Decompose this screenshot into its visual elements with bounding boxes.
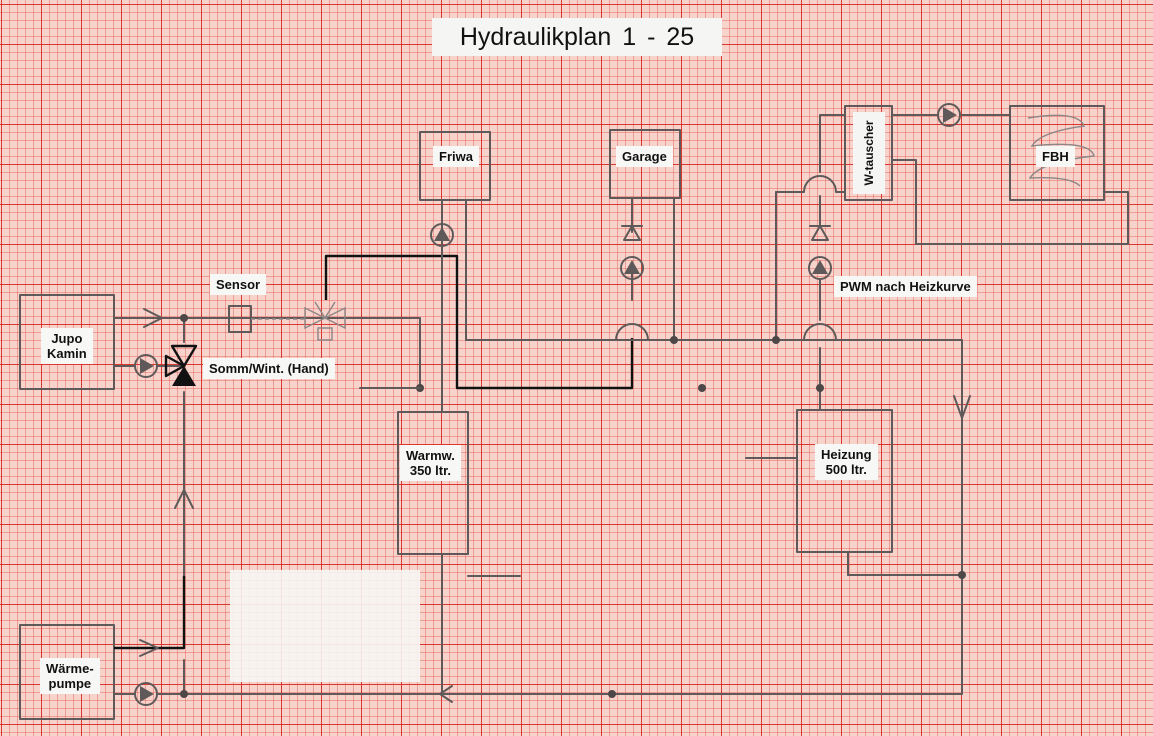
somm-wint-valve-side (164, 354, 186, 378)
heizung-line-2: 500 ltr. (825, 462, 867, 477)
w-tauscher-return (775, 159, 1129, 341)
somm-wint-valve-upper (170, 344, 198, 368)
wp-supply-ink (114, 576, 186, 650)
down-arrow (953, 395, 971, 419)
kamin-supply-arrow (143, 308, 163, 328)
mixing-valve (304, 301, 346, 341)
waermepumpe-label: Wärme- pumpe (40, 658, 100, 694)
pump-waermepumpe-icon (134, 682, 158, 706)
warmwasser-line-2: 350 ltr. (409, 463, 452, 478)
pump-heating-icon (808, 256, 832, 280)
mixer-control-ink (324, 254, 634, 390)
waermepumpe-line-2: pumpe (48, 676, 92, 691)
w-tauscher-box (844, 105, 893, 201)
fbh-label: FBH (1036, 146, 1075, 167)
erased-area (230, 570, 420, 682)
garage-box (609, 129, 681, 199)
garage-label: Garage (616, 146, 673, 167)
jupo-kamin-box (19, 294, 115, 390)
pump-garage-icon (620, 256, 644, 280)
warmwasser-tank (397, 411, 469, 555)
page-title: Hydraulikplan 1 - 25 (432, 18, 722, 56)
heizung-tank (796, 409, 893, 553)
pwm-label: PWM nach Heizkurve (834, 276, 977, 297)
vertical-main-arrow (174, 489, 194, 509)
garage-check-valve (621, 225, 643, 241)
pump-friwa-icon (430, 223, 454, 247)
heizung-label: Heizung 500 ltr. (815, 444, 878, 480)
heizung-line-1: Heizung (821, 447, 872, 462)
jupo-kamin-line-2: Kamin (47, 346, 87, 361)
fbh-coil (1027, 114, 1095, 187)
bottom-return-arrow (439, 685, 453, 703)
waermepumpe-box (19, 624, 115, 720)
somm-wint-valve-lower (172, 366, 196, 386)
somm-wint-label: Somm/Wint. (Hand) (203, 358, 335, 379)
warmwasser-line-1: Warmw. (406, 448, 455, 463)
sensor-label: Sensor (210, 274, 267, 295)
garage-pipes (631, 197, 675, 341)
kamin-supply-pipe (113, 317, 421, 389)
warmwasser-label: Warmw. 350 ltr. (400, 445, 461, 481)
pump-kamin-icon (134, 354, 158, 378)
bottom-return-pipe (113, 571, 963, 695)
jupo-kamin-line-1: Jupo (51, 331, 83, 346)
garage-crossover (615, 323, 649, 341)
heating-check-valve (809, 225, 831, 241)
heating-crossover (775, 175, 846, 341)
w-tauscher-label: W-tauscher (853, 112, 885, 194)
heating-circuit-pipes (819, 114, 846, 411)
friwa-label: Friwa (433, 146, 479, 167)
wp-supply-arrow (139, 639, 159, 657)
waermepumpe-line-1: Wärme- (46, 661, 94, 676)
jupo-kamin-label: Jupo Kamin (41, 328, 93, 364)
friwa-box (419, 131, 491, 201)
fbh-box (1009, 105, 1105, 201)
warmwasser-outlet (441, 553, 521, 695)
pump-fbh-icon (937, 103, 961, 127)
